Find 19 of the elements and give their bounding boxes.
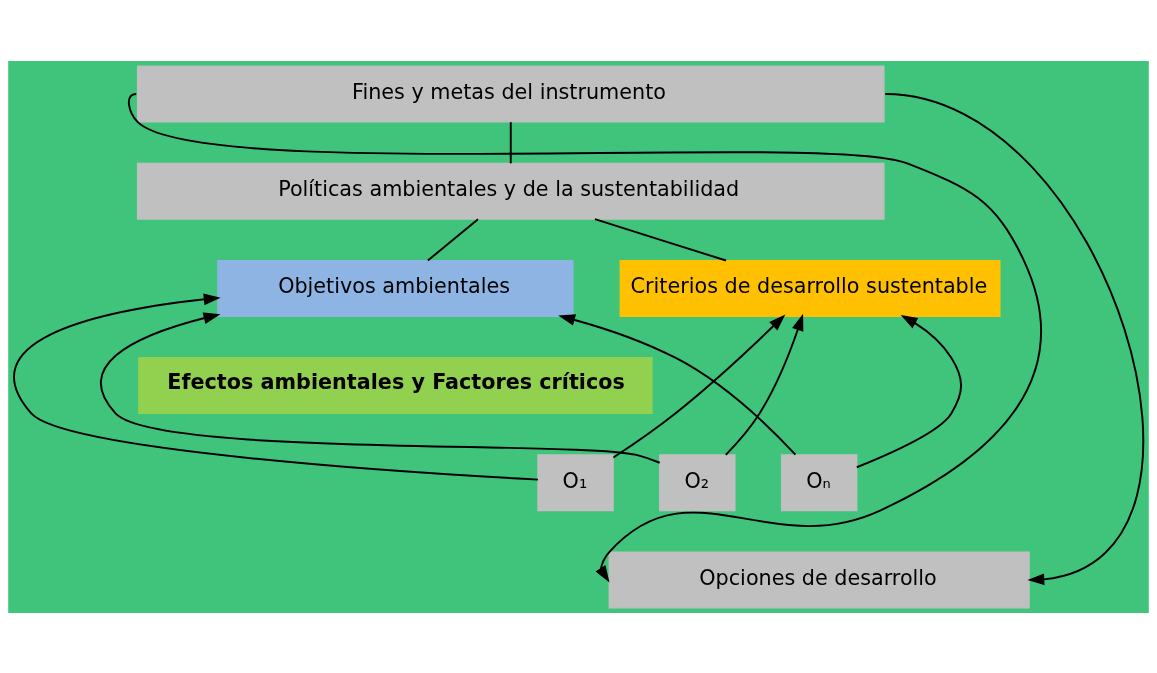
connector bbox=[593, 217, 727, 262]
connector bbox=[509, 120, 512, 164]
node-box: Políticas ambientales y de la sustentabilidad bbox=[136, 162, 885, 220]
arrow bbox=[724, 313, 804, 456]
connector bbox=[426, 217, 479, 261]
arrow bbox=[612, 313, 786, 458]
arrow bbox=[855, 314, 963, 468]
arrow bbox=[99, 311, 661, 464]
node-box: Opciones de desarrollo bbox=[608, 550, 1030, 608]
node-box: Efectos ambientales y Factores críticos bbox=[138, 356, 653, 414]
node-box: O₁ bbox=[537, 453, 614, 511]
node-box: Objetivos ambientales bbox=[217, 259, 574, 317]
node-box: O₂ bbox=[659, 453, 736, 511]
arrow bbox=[884, 92, 1145, 585]
node-box: Oₙ bbox=[780, 453, 858, 511]
arrow bbox=[13, 293, 539, 481]
arrow bbox=[558, 313, 797, 456]
node-box: Fines y metas del instrumento bbox=[136, 65, 885, 123]
node-box: Criterios de desarrollo sustentable bbox=[619, 259, 1001, 317]
